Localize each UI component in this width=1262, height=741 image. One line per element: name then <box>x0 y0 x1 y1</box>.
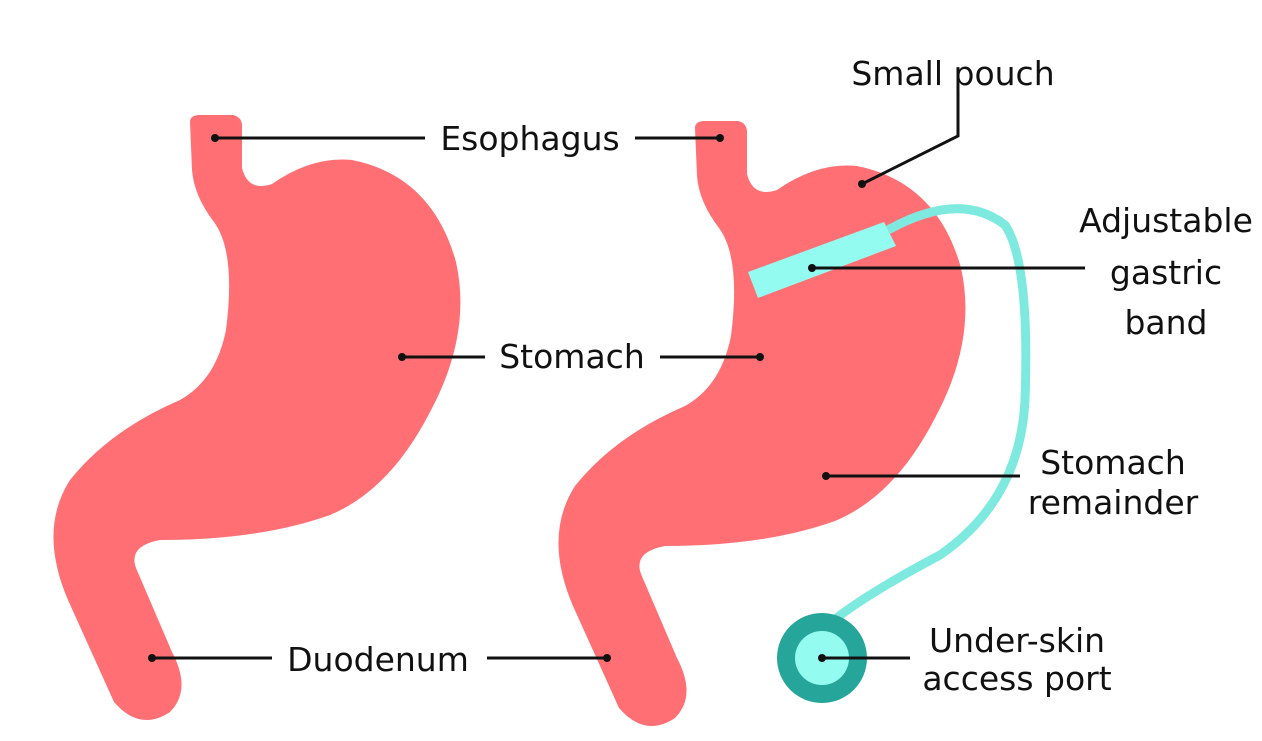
label-remainder-1: Stomach <box>1040 443 1186 482</box>
label-stomach: Stomach <box>499 337 645 376</box>
label-port-1: Under-skin <box>929 621 1105 660</box>
label-small-pouch: Small pouch <box>851 54 1054 93</box>
label-band-3: band <box>1124 303 1207 342</box>
label-band-1: Adjustable <box>1079 201 1253 240</box>
label-band-2: gastric <box>1110 253 1222 292</box>
label-duodenum: Duodenum <box>287 640 469 679</box>
label-esophagus: Esophagus <box>440 119 619 158</box>
leader-lines <box>152 92 1085 660</box>
label-remainder-2: remainder <box>1028 483 1199 522</box>
leader-dots <box>148 134 866 662</box>
port-tube <box>818 204 1031 634</box>
label-port-2: access port <box>922 659 1111 698</box>
gastric-band <box>748 222 896 298</box>
normal-stomach <box>53 115 461 720</box>
banded-stomach <box>558 121 966 726</box>
